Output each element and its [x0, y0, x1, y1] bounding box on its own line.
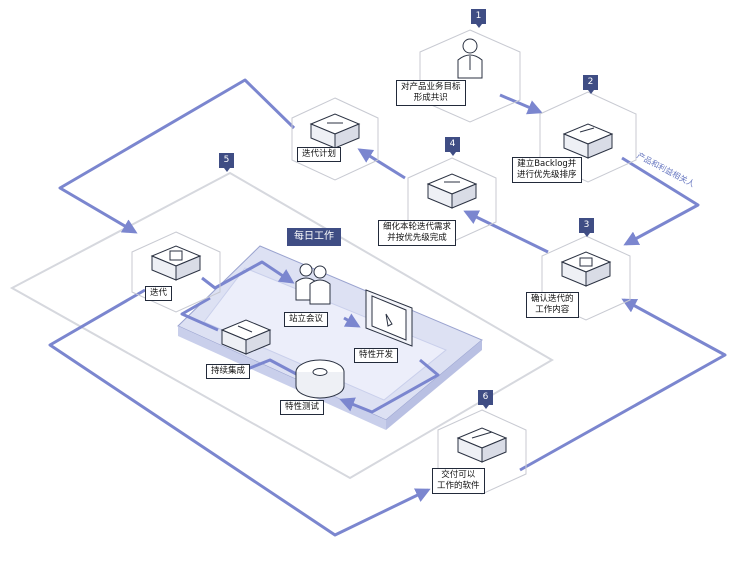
standup-label: 站立会议: [284, 312, 329, 327]
step4-badge: 4: [445, 137, 460, 156]
feature-test-label: 特性测试: [280, 400, 325, 415]
step5-badge: 5: [219, 153, 234, 172]
flow-iteration-to-standup: [201, 260, 295, 290]
flow-plan-to-iteration: [58, 78, 296, 234]
step1-badge: 1: [471, 9, 486, 28]
iteration-server-icon: [150, 245, 202, 281]
daily-work-platform: [177, 245, 483, 430]
ci-label: 持续集成: [206, 364, 251, 379]
refine-server-icon: [426, 173, 478, 209]
feature-dev-label: 特性开发: [354, 348, 399, 363]
step1-label: 对产品业务目标形成共识: [396, 80, 466, 106]
step2-label: 建立Backlog并进行优先级排序: [512, 157, 582, 183]
flow-dev-to-test: [339, 358, 440, 414]
iteration-plan-label: 迭代计划: [297, 147, 342, 162]
delivery-server-icon: [456, 427, 508, 463]
flow-delivery-to-confirm: [519, 298, 727, 472]
plan-server-icon: [309, 113, 361, 149]
step4-label: 细化本轮迭代需求并按优先级完成: [378, 220, 457, 246]
flow-1-to-2: [499, 93, 543, 115]
iteration-label: 迭代: [145, 286, 173, 301]
flow-4-to-plan: [357, 148, 406, 180]
server-boxes: [150, 113, 614, 463]
step6-label: 交付可以工作的软件: [432, 468, 485, 494]
node-outlines: [131, 29, 637, 495]
flow-standup-to-dev: [343, 313, 361, 328]
daily-work-title: 每日工作: [287, 228, 341, 246]
step3-label: 确认迭代的工作内容: [526, 292, 579, 318]
stakeholder-person-icon: [457, 38, 483, 79]
flow-iteration-to-delivery: [48, 288, 431, 537]
flow-lines: [48, 78, 727, 537]
step2-badge: 2: [583, 75, 598, 94]
ci-server-icon: [220, 319, 272, 355]
flow-ci-to-iteration: [180, 296, 219, 332]
backlog-server-icon: [562, 123, 614, 159]
iteration-boundary: [9, 171, 554, 480]
flow-2-to-3: [621, 156, 700, 246]
flow-3-to-4: [463, 210, 549, 254]
step3-badge: 3: [579, 218, 594, 237]
feature-test-disc-icon: [295, 359, 345, 399]
standup-people-icon: [295, 263, 331, 305]
step6-badge: 6: [478, 390, 493, 409]
feature-dev-monitor-icon: [365, 289, 413, 347]
confirm-server-icon: [560, 251, 612, 287]
